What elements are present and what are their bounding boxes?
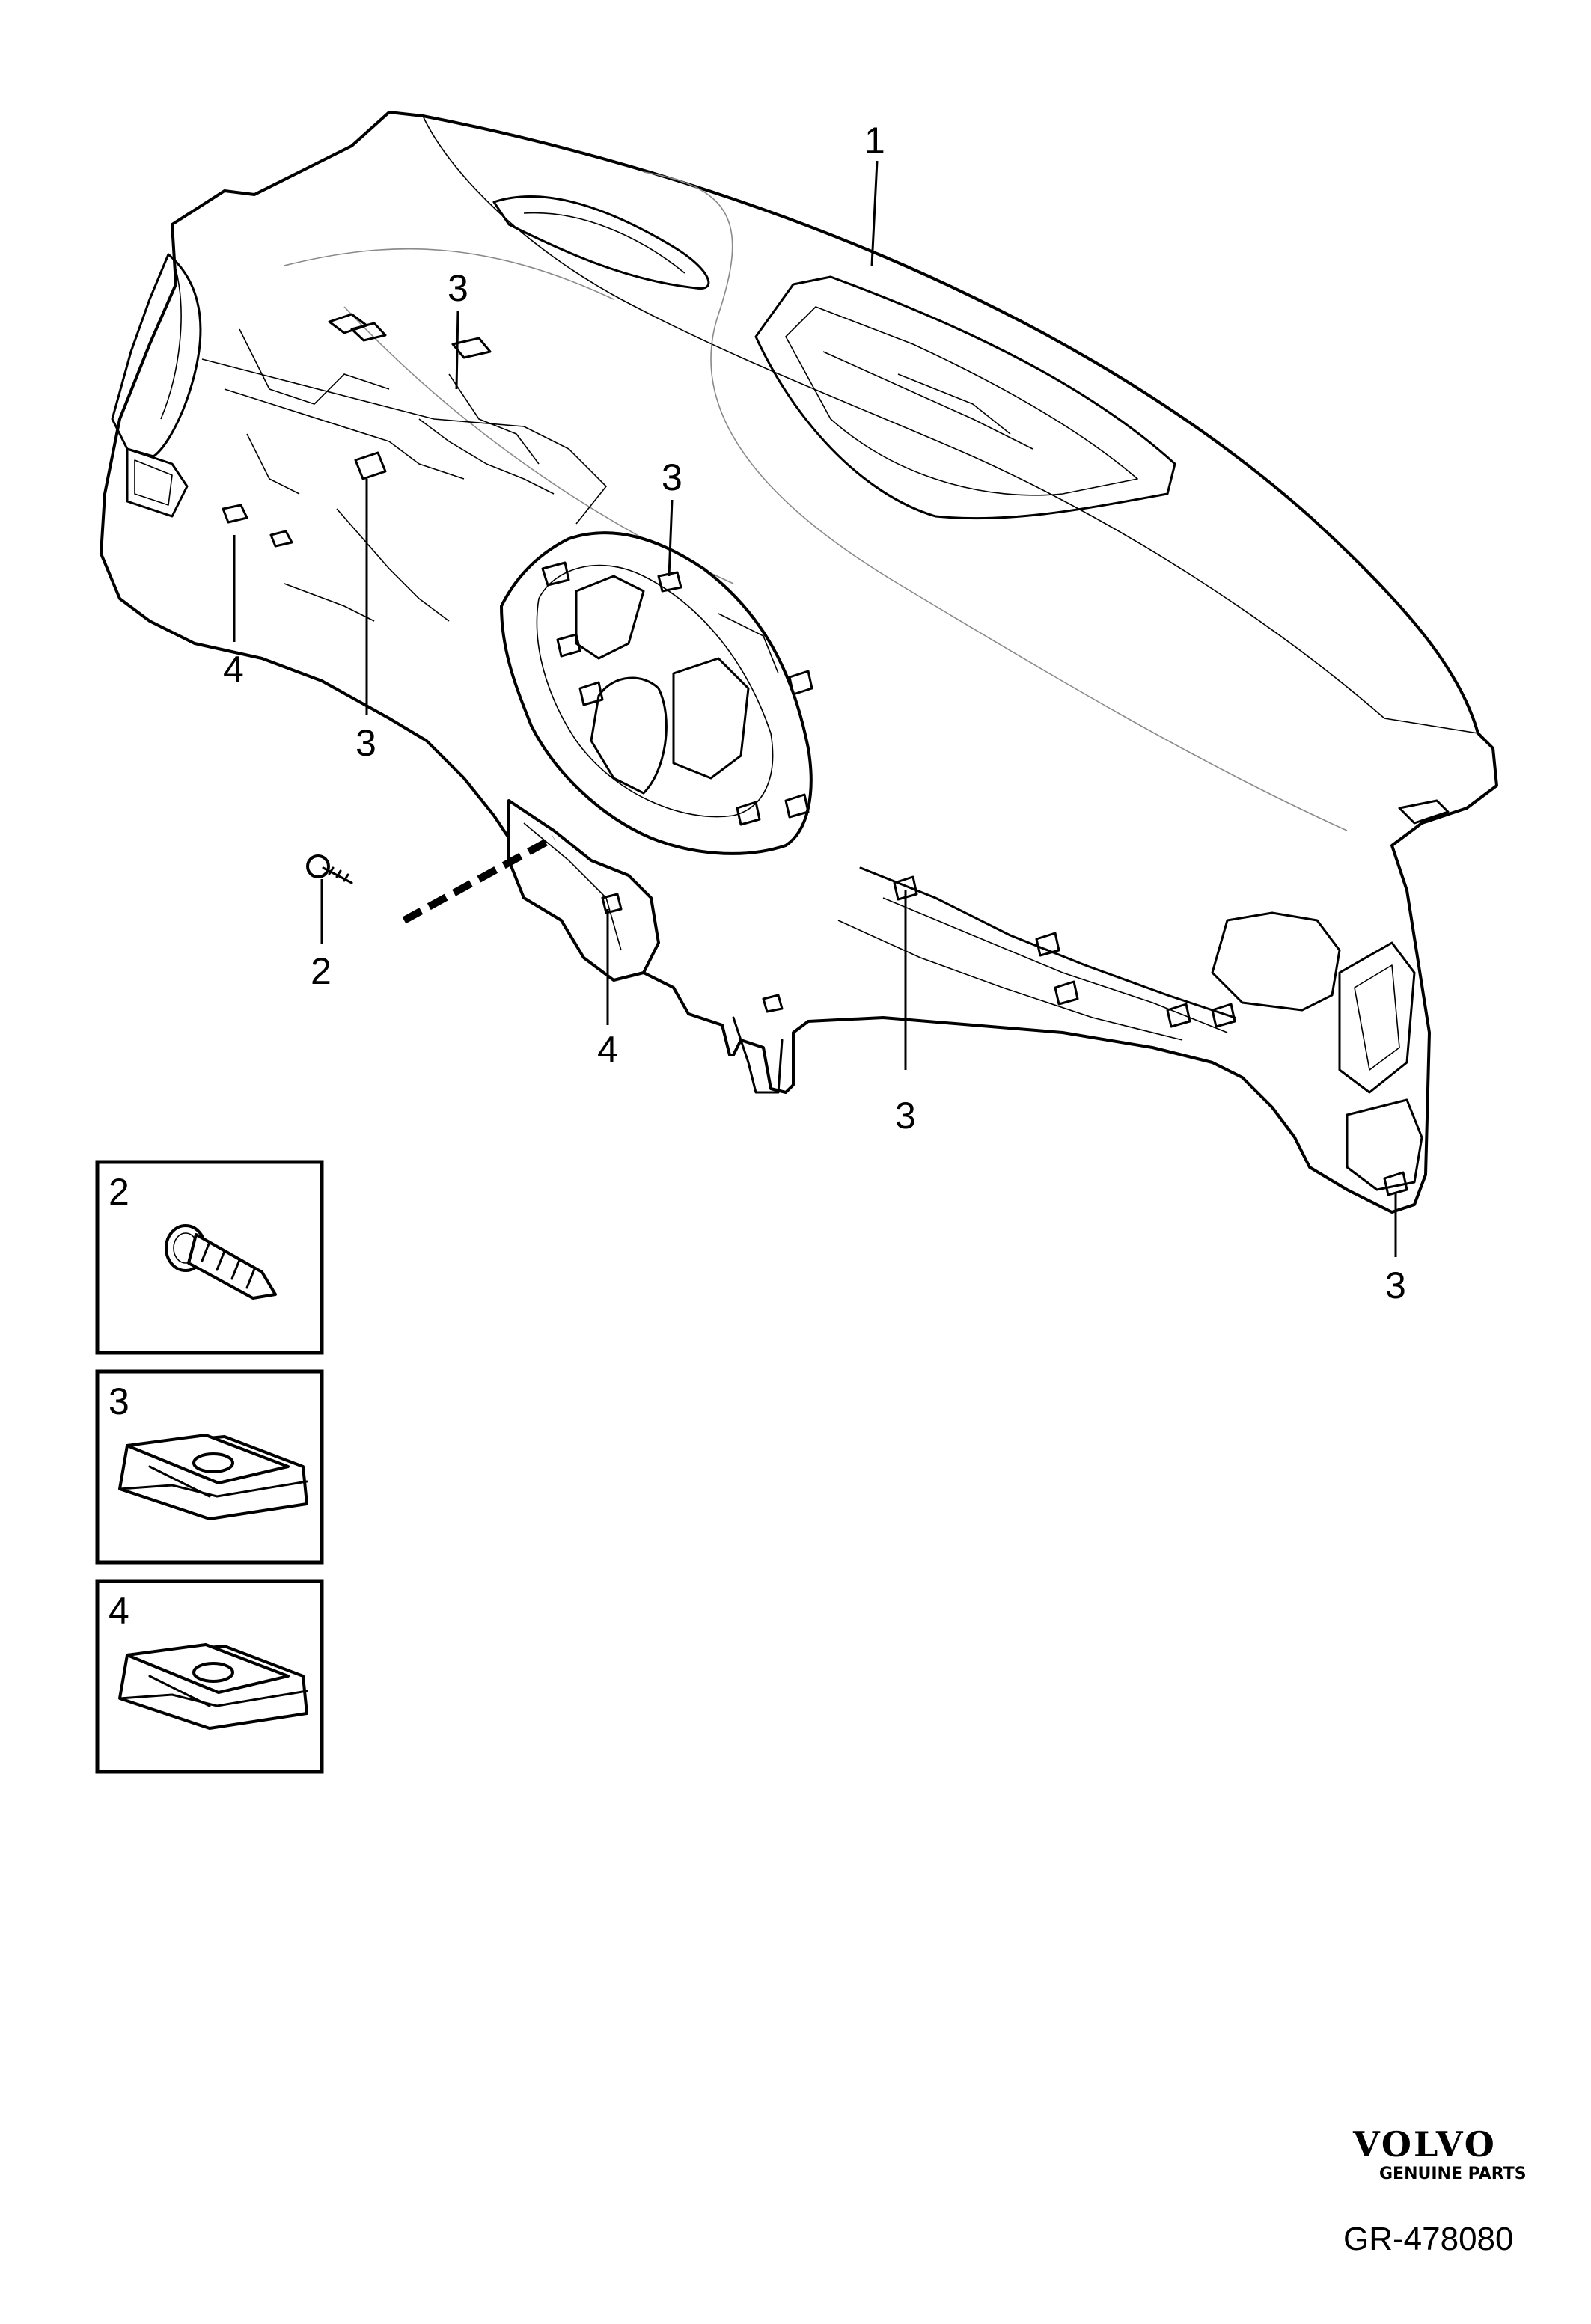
screw-icon: [165, 1224, 277, 1300]
logo-text: VOLVO: [1352, 2124, 1497, 2165]
inset-u-nut-4: 4: [95, 1579, 324, 1774]
inset-label-3: 3: [109, 1380, 129, 1422]
callout-2: 2: [311, 950, 332, 992]
callout-3: 3: [662, 456, 682, 498]
callout-1: 1: [864, 120, 885, 162]
callout-3: 3: [895, 1095, 916, 1137]
callout-4: 4: [223, 649, 244, 691]
u-nut-icon: [118, 1434, 308, 1520]
diagram-reference-number: GR-478080: [1343, 2221, 1513, 2257]
dashboard-assembly-drawing: [100, 111, 1498, 1214]
inset-u-nut-3: 3: [95, 1369, 324, 1565]
callout-4: 4: [597, 1029, 618, 1071]
inset-screw: 2: [95, 1160, 324, 1355]
u-nut-icon: [118, 1643, 308, 1730]
screw-in-assembly: [306, 854, 353, 884]
leader-lines: [233, 160, 1397, 1257]
callout-3: 3: [448, 267, 468, 309]
inset-label-4: 4: [109, 1590, 129, 1632]
inset-label-2: 2: [109, 1171, 129, 1213]
callout-3: 3: [1385, 1265, 1406, 1306]
callout-3: 3: [355, 722, 376, 764]
logo-tagline: GENUINE PARTS: [1379, 2165, 1527, 2183]
volvo-logo: VOLVO GENUINE PARTS: [1352, 2124, 1527, 2183]
clip-markers: [222, 313, 1408, 1196]
callouts: 1 3 3 4 3 2 4 3 3: [223, 120, 1406, 1306]
